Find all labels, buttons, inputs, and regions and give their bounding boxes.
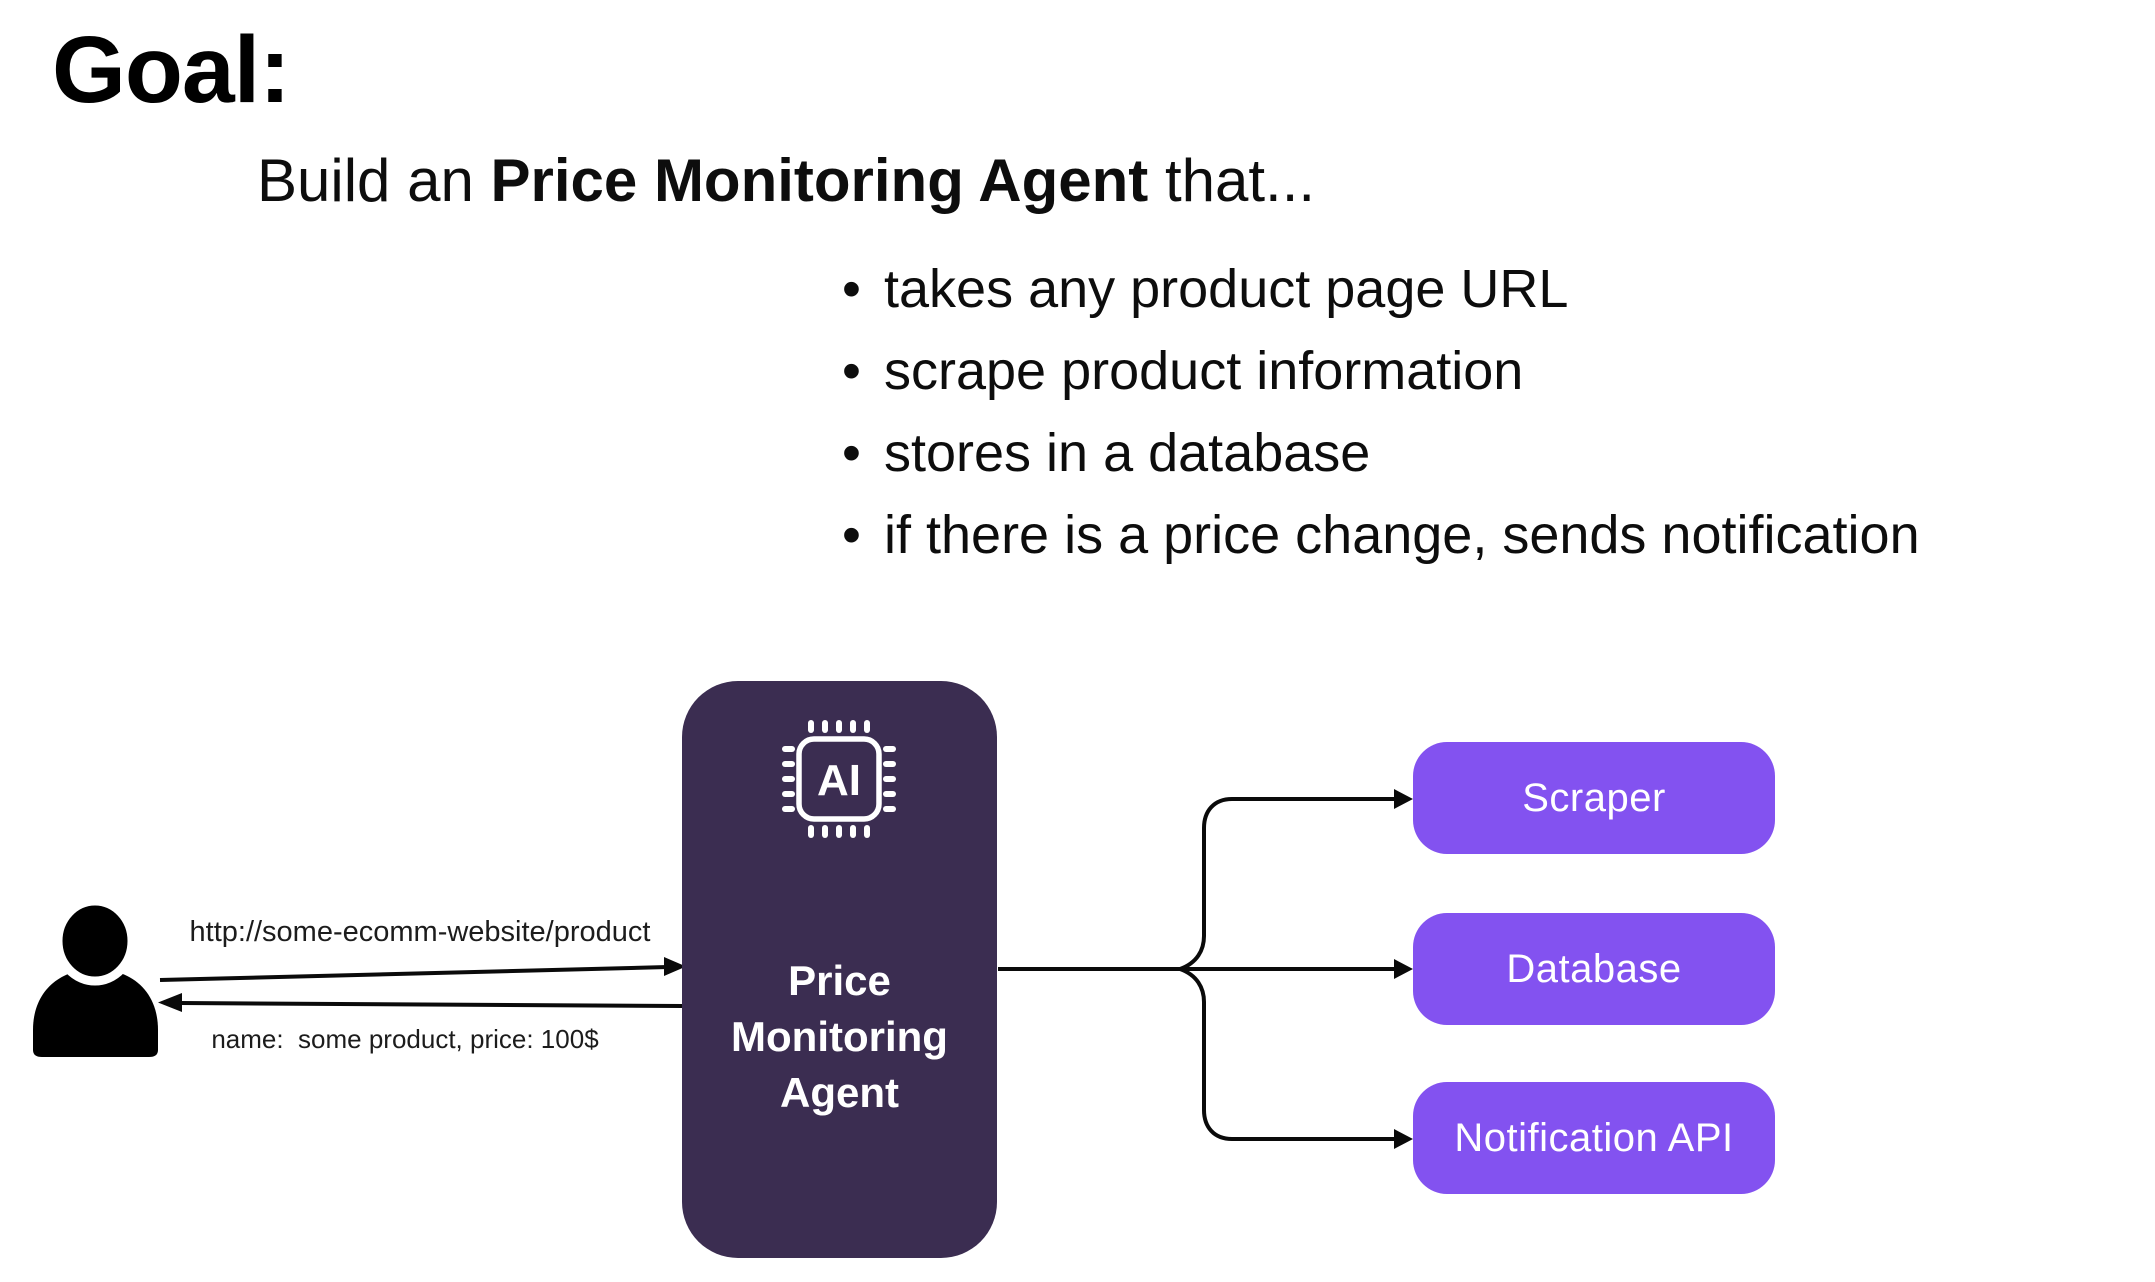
- list-item: scrape product information: [842, 330, 1920, 412]
- subtitle-suffix: that...: [1148, 147, 1316, 214]
- person-icon: [33, 896, 158, 1057]
- scraper-node-label: Scraper: [1522, 775, 1666, 820]
- subtitle-emphasis: Price Monitoring Agent: [490, 147, 1149, 214]
- person-body-shape: [33, 969, 158, 1057]
- ai-chip-label: AI: [817, 756, 861, 805]
- response-data-label: name: some product, price: 100$: [211, 1024, 599, 1054]
- request-arrow-line: [159, 965, 669, 982]
- notification-api-node-label: Notification API: [1454, 1115, 1734, 1160]
- arrow-lines: [159, 797, 1396, 1141]
- response-arrow-line: [179, 1001, 683, 1008]
- goal-bullet-list: takes any product page URL scrape produc…: [842, 248, 1920, 576]
- scraper-arrowhead: [1394, 789, 1413, 809]
- person-head-shape: [53, 896, 137, 986]
- request-arrowhead: [664, 957, 686, 976]
- scraper-node: Scraper: [1413, 742, 1775, 854]
- agent-node: AI Price Monitor: [682, 681, 997, 1258]
- page-title: Goal:: [52, 17, 291, 123]
- agent-label-line1: Price Monitoring: [731, 957, 948, 1060]
- arrow-heads: [158, 789, 1413, 1149]
- ai-chip-icon: AI: [782, 720, 896, 838]
- subtitle-prefix: Build an: [257, 147, 491, 214]
- request-url-label: http://some-ecomm-website/product: [189, 916, 651, 948]
- database-node-label: Database: [1506, 946, 1682, 991]
- agent-to-notification-line: [1179, 967, 1396, 1141]
- agent-label-line2: Agent: [780, 1069, 899, 1116]
- response-arrowhead: [158, 993, 182, 1012]
- agent-node-label: Price Monitoring Agent: [682, 953, 997, 1121]
- database-node: Database: [1413, 913, 1775, 1025]
- list-item: takes any product page URL: [842, 248, 1920, 330]
- list-item: stores in a database: [842, 412, 1920, 494]
- agent-to-scraper-line: [1179, 797, 1396, 971]
- database-arrowhead: [1394, 959, 1413, 979]
- notification-api-node: Notification API: [1413, 1082, 1775, 1194]
- list-item: if there is a price change, sends notifi…: [842, 494, 1920, 576]
- subtitle: Build an Price Monitoring Agent that...: [257, 146, 1315, 215]
- notification-arrowhead: [1394, 1129, 1413, 1149]
